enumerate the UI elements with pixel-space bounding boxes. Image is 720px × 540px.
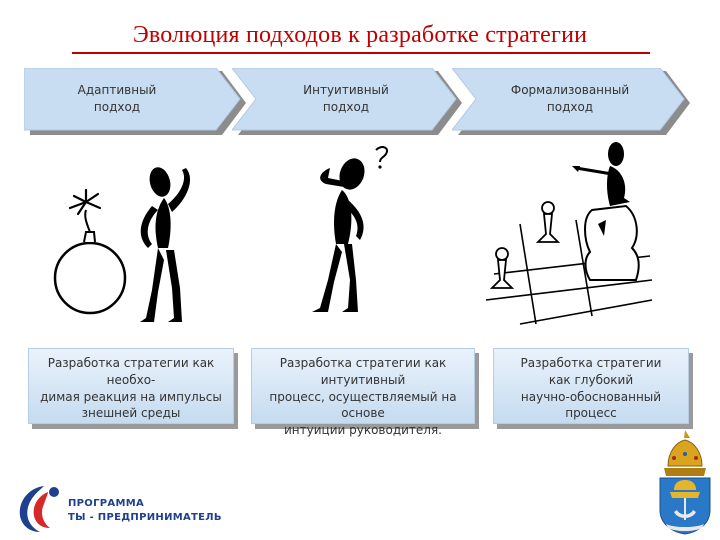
chevron-shape	[452, 68, 690, 135]
bomb-icon	[53, 188, 127, 315]
adaptive-illustration	[53, 167, 191, 322]
intuitive-illustration	[312, 146, 388, 312]
description-box-intuitive: Разработка стратегии как интуитивный про…	[251, 348, 479, 437]
approach-arrow-formalized: Формализованный подход	[452, 68, 696, 136]
slide-title: Эволюция подходов к разработке стратегии	[132, 22, 588, 48]
title-underline	[72, 52, 650, 54]
program-logo-icon	[19, 486, 59, 532]
description-text: Разработка стратегии как глубокий научно…	[493, 348, 689, 424]
approach-label: Адаптивный подход	[77, 82, 157, 114]
startled-man-icon	[140, 167, 191, 322]
logo-line-2: ТЫ - ПРЕДПРИНИМАТЕЛЬ	[68, 512, 222, 523]
approach-label: Интуитивный подход	[303, 82, 389, 114]
approach-label: Формализованный подход	[510, 82, 630, 114]
description-text: Разработка стратегии как интуитивный про…	[251, 348, 475, 437]
description-box-adaptive: Разработка стратегии как необхо- димая р…	[28, 348, 238, 429]
approach-arrow-intuitive: Интуитивный подход	[232, 68, 466, 136]
description-box-formalized: Разработка стратегии как глубокий научно…	[493, 348, 693, 429]
approach-arrow-adaptive: Адаптивный подход	[24, 68, 250, 136]
description-text: Разработка стратегии как необхо- димая р…	[28, 348, 234, 424]
chevron-shape	[24, 68, 246, 135]
chess-player-icon	[572, 142, 640, 281]
formalized-illustration	[485, 142, 653, 325]
logo-line-1: ПРОГРАММА	[68, 498, 144, 509]
program-logo: ПРОГРАММА ТЫ - ПРЕДПРИНИМАТЕЛЬ	[14, 480, 222, 536]
pawn-icon	[489, 201, 561, 289]
chevron-shape	[232, 68, 462, 135]
coat-of-arms-icon	[659, 430, 711, 535]
thinking-man-icon	[312, 146, 388, 312]
